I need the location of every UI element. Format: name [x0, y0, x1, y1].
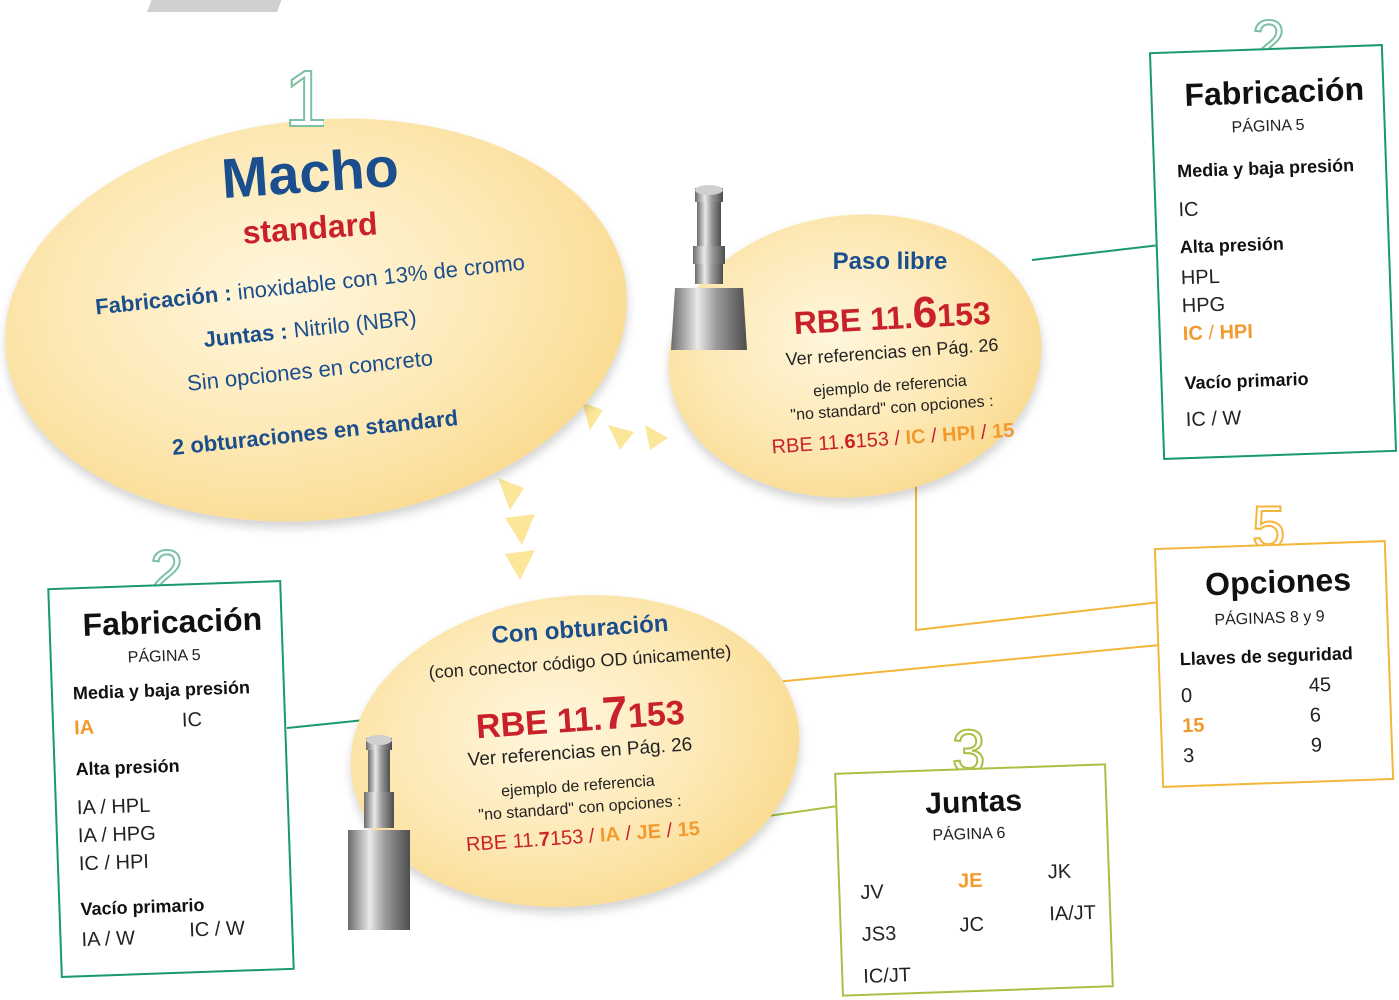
opciones-col2-0: 45	[1308, 674, 1332, 697]
con-ex-sep1: /	[588, 825, 596, 848]
fab-right-ic-hpi-sep: /	[1207, 322, 1215, 345]
paso-ex-opt3: 15	[991, 419, 1016, 444]
opciones-title: Opciones	[1204, 561, 1352, 603]
paso-ex-sep1: /	[893, 427, 901, 450]
con-ref-digit: 7	[600, 685, 630, 740]
juntas-icjt: IC/JT	[862, 964, 912, 988]
paso-ex-sep3: /	[980, 421, 988, 444]
opciones-box: Opciones PÁGINAS 8 y 9 Llaves de segurid…	[1153, 540, 1395, 788]
juntas-jc: JC	[959, 913, 985, 937]
fab-right-ic-hpi: IC / HPI	[1182, 321, 1253, 346]
paso-ex-prefix: RBE 11.	[770, 431, 846, 459]
fab-left-ic-hpi: IC / HPI	[78, 850, 150, 876]
juntas-je: JE	[957, 869, 983, 893]
paso-ref-suffix: 153	[936, 294, 992, 334]
juntas-jv: JV	[859, 881, 885, 904]
paso-ex-suffix: 153	[854, 428, 890, 453]
line-con-to-opciones	[764, 644, 1161, 684]
fab-right-hpg: HPG	[1181, 293, 1226, 318]
line-paso-to-fab	[1031, 244, 1161, 261]
fab-left-ia-hpl: IA / HPL	[76, 794, 151, 820]
con-ex-opt3: 15	[676, 817, 701, 842]
fab-right-ic-hpi-b: HPI	[1219, 320, 1254, 344]
number-1-outline: 1	[283, 58, 324, 132]
opciones-col1-2: 3	[1182, 744, 1195, 768]
arrow-right-1	[582, 402, 603, 430]
fitting-image-paso-libre	[671, 185, 747, 350]
juntas-box: Juntas PÁGINA 6 JV JE JK JS3 JC IA/JT IC…	[834, 763, 1114, 997]
arrow-down-3	[505, 550, 535, 580]
number-1-text: 1	[284, 58, 324, 132]
paso-ref-prefix: RBE 11.	[792, 298, 914, 342]
con-ref-suffix: 153	[626, 693, 686, 736]
con-ex-sep2: /	[624, 822, 632, 846]
con-ex-suffix: 153	[549, 826, 585, 851]
fab-right-media-ic: IC	[1178, 198, 1199, 222]
opciones-col2-1: 6	[1309, 704, 1322, 727]
juntas-js3: JS3	[861, 922, 897, 946]
fab-right-ic-hpi-a: IC	[1182, 322, 1204, 346]
line-paso-to-opciones	[915, 475, 1161, 632]
fab-right-page: PÁGINA 5	[1231, 116, 1305, 137]
fab-left-ic: IC	[181, 708, 203, 732]
fab-left-title: Fabricación	[81, 600, 263, 643]
fab-left-page: PÁGINA 5	[127, 646, 201, 667]
fitting-image-con-obturacion	[348, 735, 410, 930]
fab-left-media-label: Media y baja presión	[72, 677, 251, 704]
fab-right-vacio-label: Vacío primario	[1184, 368, 1309, 394]
fab-left-ia-hpg: IA / HPG	[77, 822, 157, 848]
fab-right-alta-label: Alta presión	[1179, 233, 1285, 258]
fab-right-hpl: HPL	[1180, 265, 1221, 290]
fab-right-ic-w: IC / W	[1185, 407, 1242, 432]
paso-ex-opt2: HPI	[941, 422, 977, 447]
fab-left-alta-label: Alta presión	[75, 755, 180, 780]
fab-right-title: Fabricación	[1183, 70, 1365, 113]
opciones-col1-0: 0	[1180, 684, 1193, 708]
opciones-llaves-label: Llaves de seguridad	[1179, 643, 1354, 670]
fab-left-ia-w: IA / W	[81, 927, 136, 952]
fabricacion-left-box: Fabricación PÁGINA 5 Media y baja presió…	[47, 580, 295, 978]
paso-ref-digit: 6	[911, 287, 939, 338]
con-ex-opt1: IA	[599, 823, 621, 847]
con-ref-prefix: RBE 11.	[474, 699, 604, 747]
fab-left-ic-w: IC / W	[188, 917, 246, 942]
opciones-col1-1: 15	[1181, 714, 1205, 738]
paso-title: Paso libre	[832, 248, 948, 275]
arrow-down-2	[505, 514, 535, 545]
juntas-title: Juntas	[924, 784, 1023, 821]
con-ex-prefix: RBE 11.	[465, 829, 540, 857]
juntas-page: PÁGINA 6	[932, 824, 1006, 845]
juntas-iajt: IA/JT	[1048, 901, 1097, 926]
con-ex-sep3: /	[665, 819, 673, 843]
arrow-right-3	[645, 425, 668, 450]
paso-ex-opt1: IC	[904, 425, 927, 450]
fab-left-ia: IA	[73, 716, 95, 740]
juntas-jk: JK	[1047, 860, 1072, 884]
fab-right-media-label: Media y baja presión	[1176, 155, 1355, 182]
arrow-down-1	[498, 478, 524, 510]
fabricacion-right-box: Fabricación PÁGINA 5 Media y baja presió…	[1148, 44, 1398, 460]
paso-ex-sep2: /	[930, 424, 938, 448]
fab-left-vacio-label: Vacío primario	[80, 894, 205, 920]
arrow-right-2	[608, 425, 634, 450]
opciones-col2-2: 9	[1310, 734, 1323, 757]
opciones-page: PÁGINAS 8 y 9	[1214, 608, 1325, 630]
con-ex-opt2: JE	[635, 820, 662, 845]
